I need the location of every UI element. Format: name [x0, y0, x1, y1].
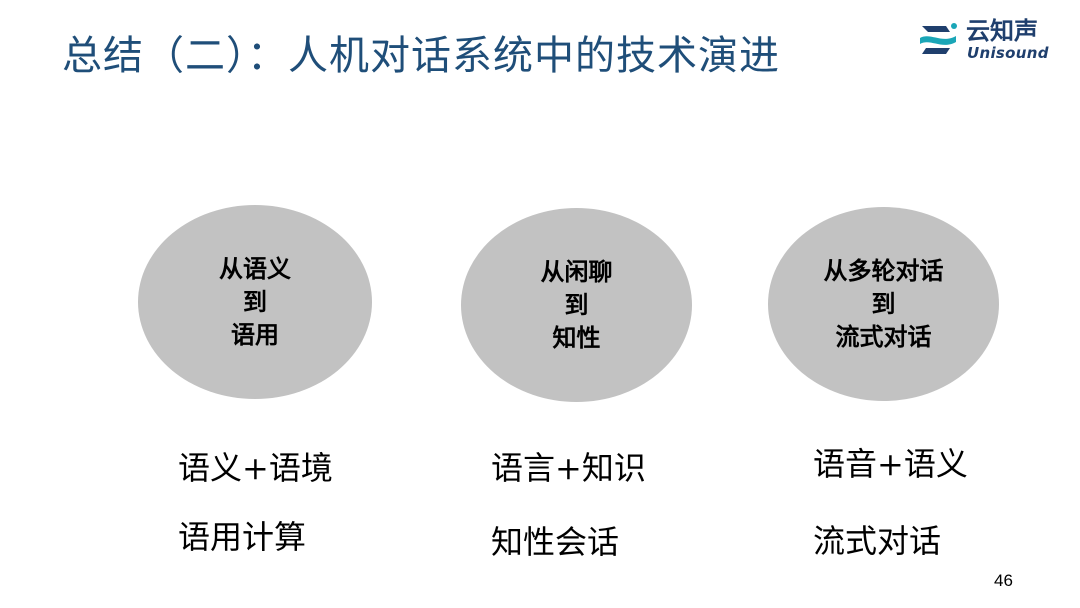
circle-2-line-2: 到: [564, 290, 589, 319]
circle-2-line-3: 知性: [552, 323, 601, 352]
circle-2-line-1: 从闲聊: [540, 257, 613, 286]
column-1-bullet-2: 语用计算: [178, 518, 307, 556]
circle-3-line-2: 到: [871, 289, 896, 318]
topic-circle-1: 从语义 到 语用: [138, 205, 372, 399]
circle-1-line-2: 到: [243, 287, 267, 316]
page-number: 46: [994, 571, 1013, 590]
company-logo: 云知声 Unisound: [916, 16, 1066, 64]
circle-1-line-1: 从语义: [219, 254, 291, 283]
column-3-bullet-1: 语音+语义: [813, 445, 968, 483]
column-3-bullet-2: 流式对话: [813, 522, 942, 560]
column-2-bullet-1: 语言+知识: [491, 449, 646, 487]
unisound-logo-icon: [920, 23, 957, 54]
column-1-bullet-1: 语义+语境: [178, 449, 333, 487]
topic-circle-2: 从闲聊 到 知性: [461, 208, 692, 402]
slide-title: 总结（二）：人机对话系统中的技术演进: [62, 33, 780, 79]
circle-1-line-3: 语用: [231, 320, 279, 349]
circle-3-line-3: 流式对话: [835, 322, 932, 351]
topic-circle-3: 从多轮对话 到 流式对话: [768, 207, 999, 401]
column-2-bullet-2: 知性会话: [491, 523, 620, 561]
circle-3-line-1: 从多轮对话: [823, 256, 944, 285]
logo-english-name: Unisound: [967, 44, 1049, 62]
logo-chinese-name: 云知声: [966, 17, 1038, 45]
